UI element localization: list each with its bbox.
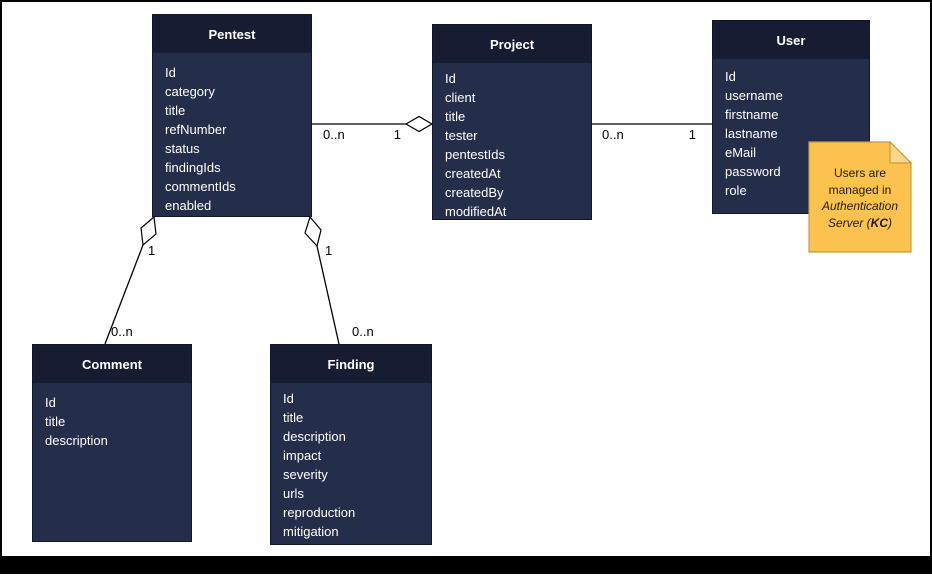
connector-pentest-comment xyxy=(104,244,144,345)
field-label: enabled xyxy=(165,198,212,213)
connector-pentest-finding xyxy=(316,245,340,345)
entity-title: User xyxy=(713,21,869,59)
field-label: lastname xyxy=(725,126,778,141)
field-label: Id xyxy=(445,71,456,86)
field-label: impact xyxy=(283,448,322,463)
note-line: managed in xyxy=(828,182,892,197)
multiplicity-label: 1 xyxy=(325,243,332,258)
aggregation-diamond-finding-icon xyxy=(304,215,322,248)
entity-title: Comment xyxy=(33,345,191,383)
field-label: category xyxy=(165,84,215,99)
note-body xyxy=(808,141,912,253)
entity-field-list: Id category title refNumber status findingIds… xyxy=(153,53,311,216)
entity-title: Finding xyxy=(271,345,431,383)
field-label: tester xyxy=(445,128,478,143)
multiplicity-label: 0..n xyxy=(602,127,624,142)
field-label: firstname xyxy=(725,107,779,122)
entity-comment[interactable]: Comment Id title description xyxy=(32,344,192,542)
entity-field-list: Id title description xyxy=(33,383,191,541)
multiplicity-label: 0..n xyxy=(352,324,374,339)
field-label: Id xyxy=(283,391,294,406)
field-label: title xyxy=(283,410,304,425)
field-label: severity xyxy=(283,467,328,482)
entity-title: Project xyxy=(433,25,591,63)
field-label: description xyxy=(283,429,346,444)
field-label: findingIds xyxy=(165,160,221,175)
field-label: Id xyxy=(165,65,176,80)
multiplicity-label: 0..n xyxy=(323,127,345,142)
aggregation-diamond-project-icon xyxy=(404,115,434,133)
entity-finding[interactable]: Finding Id title description impact severity… xyxy=(270,344,432,545)
field-label: Id xyxy=(725,69,736,84)
entity-field-list: Id title description impact severity urls repr… xyxy=(271,383,431,544)
field-label: urls xyxy=(283,486,304,501)
multiplicity-label: 1 xyxy=(148,243,155,258)
field-label: reproduction xyxy=(283,505,356,520)
entity-pentest[interactable]: Pentest Id category title refNumber status fi… xyxy=(152,14,312,217)
field-label: commentIds xyxy=(165,179,236,194)
note-line: Authentication xyxy=(821,199,899,213)
field-label: title xyxy=(445,109,466,124)
field-label: username xyxy=(725,88,783,103)
field-label: Id xyxy=(45,395,56,410)
note-line: Users are xyxy=(833,166,886,180)
entity-project[interactable]: Project Id client title tester pentestIds cre… xyxy=(432,24,592,220)
multiplicity-label: 1 xyxy=(689,127,696,142)
sticky-note-shape xyxy=(808,141,912,253)
window-bottom-edge xyxy=(2,556,930,572)
note-line: Server (KC) xyxy=(827,215,893,230)
field-label: title xyxy=(165,103,186,118)
note-fold-icon xyxy=(889,141,912,164)
multiplicity-label: 1 xyxy=(394,127,401,142)
field-label: status xyxy=(165,141,200,156)
note-text: Users are managed in Authentication Serv… xyxy=(808,165,912,231)
field-label: client xyxy=(445,90,476,105)
field-label: role xyxy=(725,183,747,198)
entity-field-list: Id client title tester pentestIds createdAt cr… xyxy=(433,63,591,219)
field-label: createdBy xyxy=(445,185,504,200)
field-label: eMail xyxy=(725,145,757,160)
field-label: title xyxy=(45,414,66,429)
entity-field-list: Id username firstname lastname eMail password… xyxy=(713,59,869,213)
field-label: password xyxy=(725,164,781,179)
field-label: description xyxy=(45,433,108,448)
field-label: modifiedAt xyxy=(445,204,507,219)
field-label: refNumber xyxy=(165,122,227,137)
sticky-note[interactable]: Users are managed in Authentication Serv… xyxy=(808,141,912,253)
field-label: pentestIds xyxy=(445,147,505,162)
multiplicity-label: 0..n xyxy=(111,324,133,339)
field-label: mitigation xyxy=(283,524,339,539)
aggregation-diamond-comment-icon xyxy=(140,215,157,247)
field-label: createdAt xyxy=(445,166,501,181)
entity-title: Pentest xyxy=(153,15,311,53)
